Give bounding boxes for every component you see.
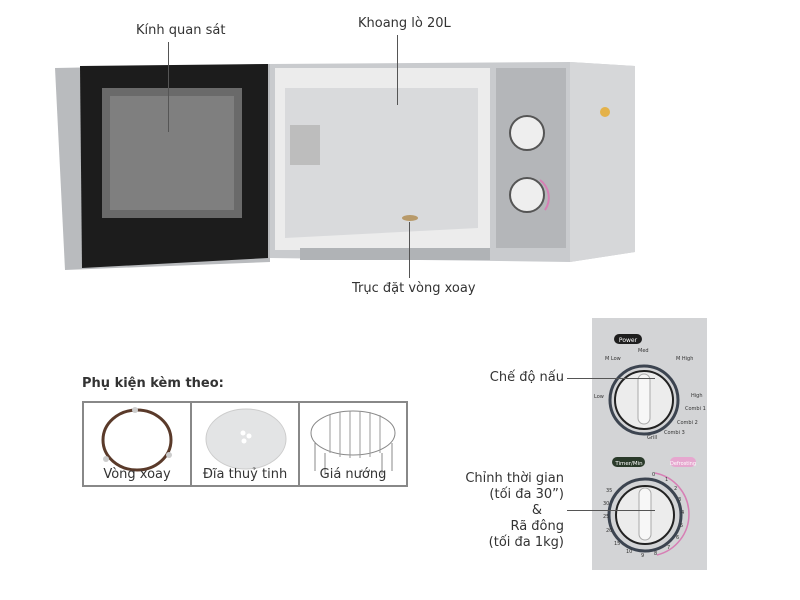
svg-text:15: 15	[614, 541, 620, 547]
svg-text:4: 4	[681, 510, 684, 516]
timer-callout-line	[567, 510, 655, 511]
timer-label-line: Chỉnh thời gian	[465, 471, 564, 486]
timer-dial-ring	[607, 477, 683, 553]
accessory-grill-rack: Giá nướng	[300, 403, 406, 485]
mode-label: Chế độ nấu	[489, 370, 564, 385]
svg-text:8: 8	[654, 551, 657, 557]
timer-label-line: (tối đa 1kg)	[488, 535, 564, 550]
callout-shaft-label: Trục đặt vòng xoay	[352, 281, 476, 296]
callout-window-line	[168, 42, 169, 132]
power-dial-ring	[608, 364, 680, 436]
svg-text:1: 1	[665, 477, 668, 483]
defrost-badge: Defrosting	[670, 461, 696, 467]
svg-text:6: 6	[676, 535, 679, 541]
level-m-high: M High	[676, 356, 693, 362]
svg-text:35: 35	[606, 488, 612, 494]
microwave-illustration	[55, 62, 635, 270]
accessories-table: Vòng xoay Đĩa thuỷ tinh Giá nướng	[82, 401, 408, 487]
level-high: High	[691, 393, 703, 399]
accessory-glass-plate: Đĩa thuỷ tinh	[192, 403, 300, 485]
timer-label-line: (tối đa 30”)	[489, 487, 564, 502]
callout-window-label: Kính quan sát	[136, 23, 226, 38]
svg-text:3: 3	[678, 497, 681, 503]
svg-text:25: 25	[603, 514, 609, 520]
svg-text:0: 0	[652, 472, 655, 478]
callout-cavity-line	[397, 35, 398, 105]
level-low: Low	[594, 394, 604, 400]
grill-rack-icon	[310, 410, 396, 475]
svg-text:7: 7	[667, 545, 670, 551]
timer-badge: Timer/Min	[614, 461, 643, 467]
timer-label-line: Rã đông	[510, 519, 564, 534]
accessories-title: Phụ kiện kèm theo:	[82, 376, 224, 391]
svg-text:20: 20	[606, 528, 612, 534]
level-grill: Grill	[647, 435, 657, 441]
callout-shaft-line	[409, 222, 410, 278]
level-combi1: Combi 1	[685, 406, 706, 412]
accessory-name: Vòng xoay	[103, 467, 171, 482]
svg-text:30: 30	[603, 501, 609, 507]
level-combi2: Combi 2	[677, 420, 698, 426]
accessory-roller-ring: Vòng xoay	[84, 403, 192, 485]
svg-text:5: 5	[680, 523, 683, 529]
callout-cavity-label: Khoang lò 20L	[358, 16, 451, 31]
glass-plate-icon	[205, 408, 287, 470]
control-panel-closeup: Power M Low Med M High High Combi 1 Comb…	[592, 318, 707, 570]
power-badge: Power	[619, 337, 638, 344]
mode-callout-line	[567, 378, 655, 379]
svg-text:10: 10	[626, 549, 632, 555]
timer-label: Chỉnh thời gian (tối đa 30”) & Rã đông (…	[465, 471, 564, 551]
accessory-name: Đĩa thuỷ tinh	[202, 467, 288, 482]
roller-ring-icon	[101, 407, 173, 472]
svg-text:9: 9	[641, 553, 644, 559]
turntable-shaft	[402, 215, 418, 221]
accessory-name: Giá nướng	[319, 467, 387, 482]
level-med: Med	[638, 348, 649, 354]
svg-text:2: 2	[674, 486, 677, 492]
level-m-low: M Low	[605, 356, 621, 362]
timer-label-line: &	[531, 503, 542, 518]
level-combi3: Combi 3	[664, 430, 685, 436]
